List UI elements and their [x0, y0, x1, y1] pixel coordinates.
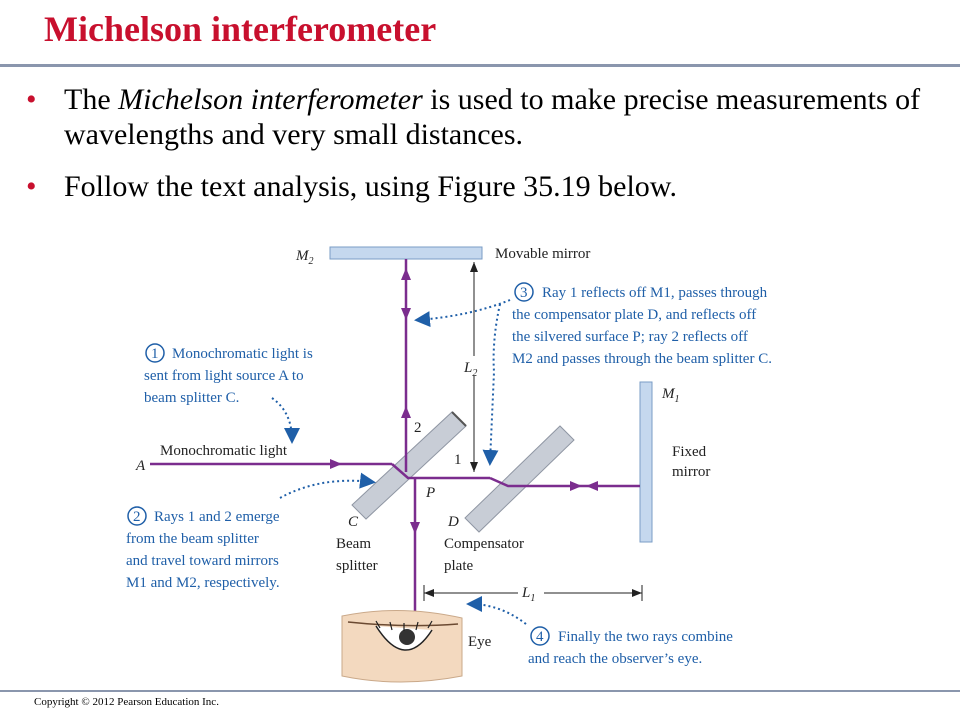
compensator-plate	[464, 425, 575, 533]
compensator-label-line1: Compensator	[444, 536, 524, 552]
eye-label: Eye	[468, 634, 492, 650]
callout-2-line1: Rays 1 and 2 emerge	[154, 509, 280, 525]
callout-2-line2: from the beam splitter	[126, 531, 259, 547]
svg-text:1: 1	[151, 346, 159, 362]
fixed-mirror	[639, 381, 653, 543]
bullet-1-suffix: is used to make precise measurements of …	[64, 83, 921, 151]
c-label: C	[348, 514, 359, 530]
callout-1: 1 Monochromatic light is sent from light…	[144, 343, 313, 444]
callout-3-line3: the silvered surface P; ray 2 reflects o…	[512, 329, 748, 345]
beam-splitter-label-line2: splitter	[336, 558, 378, 574]
bullet-item-1: • The Michelson interferometer is used t…	[26, 82, 946, 152]
source-a-label: A	[135, 458, 146, 474]
fixed-mirror-label-line2: mirror	[672, 464, 710, 480]
l2-label: L2	[463, 360, 477, 379]
ray-arrowheads	[330, 268, 598, 534]
callout-1-badge	[145, 343, 165, 363]
callout-1-line3: beam splitter C.	[144, 390, 239, 406]
callout-2-badge	[127, 506, 147, 526]
copyright-text: Copyright © 2012 Pearson Education Inc.	[34, 696, 219, 708]
svg-text:4: 4	[536, 629, 544, 645]
callout-2: 2 Rays 1 and 2 emerge from the beam spli…	[126, 472, 376, 591]
callout-2-line3: and travel toward mirrors	[126, 553, 279, 569]
bullet-marker: •	[26, 170, 37, 203]
fixed-mirror-label-line1: Fixed	[672, 444, 707, 460]
d-label: D	[447, 514, 459, 530]
callout-4-badge	[530, 626, 550, 646]
beam-splitter-plate	[351, 411, 467, 520]
bullet-item-2: • Follow the text analysis, using Figure…	[26, 169, 946, 204]
eye-illustration	[341, 610, 463, 683]
bullet-2-text: Follow the text analysis, using Figure 3…	[64, 170, 678, 203]
callout-3-badge	[514, 282, 534, 302]
callout-1-line2: sent from light source A to	[144, 368, 304, 384]
movable-mirror	[329, 246, 483, 260]
point-p-label: P	[425, 485, 435, 501]
bullet-marker: •	[26, 83, 37, 116]
bullet-list: • The Michelson interferometer is used t…	[26, 82, 946, 221]
m1-label: M1	[661, 386, 680, 405]
bullet-1-prefix: The	[64, 83, 119, 116]
callout-3: 3 Ray 1 reflects off M1, passes through …	[414, 282, 772, 466]
callout-4: 4 Finally the two rays combine and reach…	[466, 596, 733, 667]
callout-4-line1: Finally the two rays combine	[558, 629, 733, 645]
slide-title: Michelson interferometer	[44, 9, 437, 49]
callout-1-line1: Monochromatic light is	[172, 346, 313, 362]
beam-splitter-label-line1: Beam	[336, 536, 371, 552]
silvered-surface	[451, 411, 467, 427]
svg-text:2: 2	[133, 509, 141, 525]
movable-mirror-label: Movable mirror	[495, 246, 590, 262]
title-divider	[0, 64, 960, 67]
callout-3-line1: Ray 1 reflects off M1, passes through	[542, 285, 768, 301]
callout-3-line4: M2 and passes through the beam splitter …	[512, 351, 772, 367]
m2-label: M2	[295, 248, 314, 267]
ray-1-label: 1	[454, 452, 462, 468]
footer-divider	[0, 690, 960, 692]
l1-label: L1	[521, 585, 535, 604]
bullet-1-emphasis: Michelson interferometer	[118, 83, 423, 116]
ray-2-label: 2	[414, 420, 422, 436]
compensator-label-line2: plate	[444, 558, 473, 574]
svg-text:3: 3	[520, 285, 528, 301]
callout-2-line4: M1 and M2, respectively.	[126, 575, 280, 591]
monochromatic-light-label: Monochromatic light	[160, 443, 288, 459]
callout-3-line2: the compensator plate D, and reflects of…	[512, 307, 756, 323]
callout-4-line2: and reach the observer’s eye.	[528, 651, 702, 667]
